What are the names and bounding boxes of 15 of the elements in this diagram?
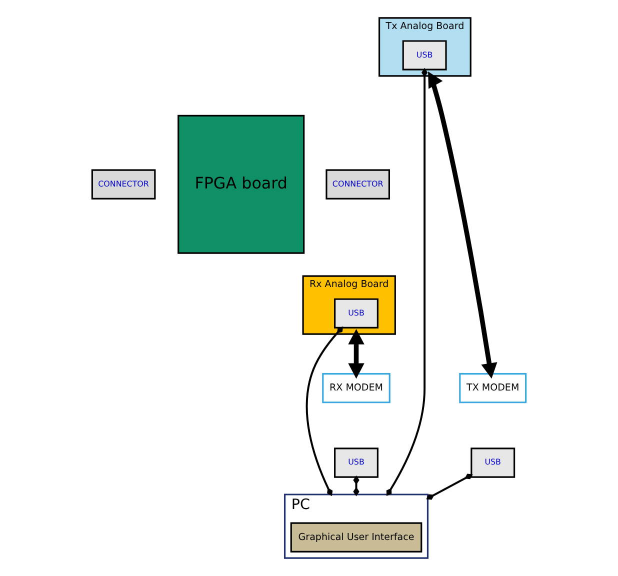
node-box: Graphical User Interface xyxy=(290,522,422,552)
connector xyxy=(386,68,428,496)
node-box: RX MODEM xyxy=(322,372,390,404)
node-box: USB xyxy=(402,40,447,70)
connector xyxy=(306,326,344,496)
arrow xyxy=(348,328,364,379)
node-box: USB xyxy=(334,298,378,328)
node-box: CONNECTOR xyxy=(91,169,156,200)
node-box: USB xyxy=(470,448,516,478)
node-box: FPGA board xyxy=(178,114,305,254)
node-box: USB xyxy=(334,448,378,478)
node-box: TX MODEM xyxy=(459,372,527,404)
arrow xyxy=(428,71,498,379)
connector xyxy=(426,474,473,500)
node-box: CONNECTOR xyxy=(326,169,390,200)
